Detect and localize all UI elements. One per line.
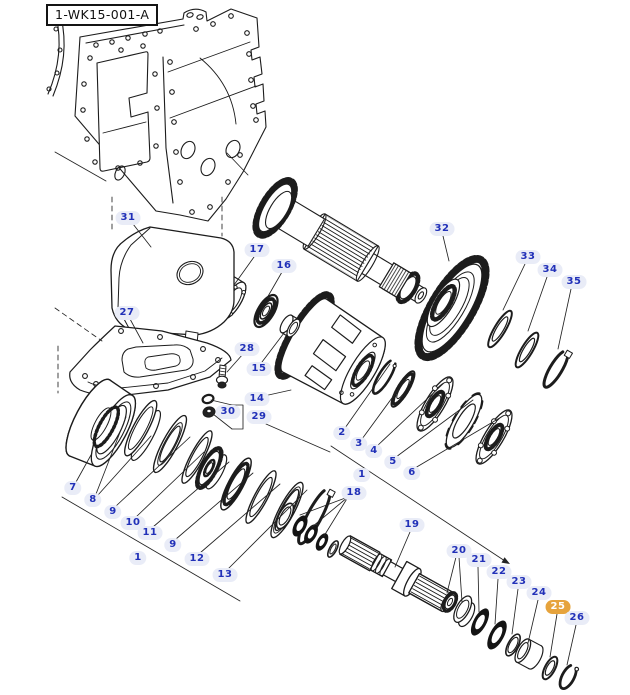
part-label-21[interactable]: 21 — [466, 553, 492, 567]
part-label-13[interactable]: 13 — [212, 568, 238, 582]
roller-gear-20 — [441, 591, 459, 613]
spacer-15 — [279, 314, 301, 338]
part-label-25[interactable]: 25 — [545, 600, 571, 614]
part-label-8[interactable]: 8 — [84, 493, 102, 507]
part-label-1[interactable]: 1 — [353, 468, 371, 482]
part-label-6[interactable]: 6 — [403, 466, 421, 480]
part-label-7[interactable]: 7 — [64, 481, 82, 495]
gearbox-housing — [74, 8, 267, 222]
part-label-2[interactable]: 2 — [333, 426, 351, 440]
part-label-1[interactable]: 1 — [129, 551, 147, 565]
part-label-18[interactable]: 18 — [341, 486, 367, 500]
race-8a — [124, 399, 162, 462]
part-label-9[interactable]: 9 — [104, 505, 122, 519]
clutch-pack — [371, 359, 513, 465]
bearing-ring-11 — [220, 457, 252, 511]
bearing-race-20 — [453, 595, 476, 628]
part-label-12[interactable]: 12 — [184, 552, 210, 566]
rear-housing-edge — [46, 14, 65, 97]
part-label-9[interactable]: 9 — [164, 538, 182, 552]
part-label-5[interactable]: 5 — [384, 455, 402, 469]
part-label-27[interactable]: 27 — [114, 306, 140, 320]
washer-33 — [487, 309, 513, 349]
part-label-29[interactable]: 29 — [246, 410, 272, 424]
seal-21 — [470, 608, 490, 636]
seal-rings-18 — [275, 502, 340, 558]
plate-6 — [475, 409, 513, 465]
input-shaft — [252, 177, 428, 305]
part-label-31[interactable]: 31 — [115, 211, 141, 225]
part-label-4[interactable]: 4 — [365, 444, 383, 458]
plate-4 — [416, 376, 454, 432]
ring-23 — [505, 633, 521, 657]
part-label-33[interactable]: 33 — [515, 250, 541, 264]
figure-code-box: 1-WK15-001-A — [46, 4, 159, 26]
washer-34 — [514, 331, 540, 369]
drum-7 — [65, 378, 137, 468]
bolt-28 — [215, 364, 229, 389]
part-label-26[interactable]: 26 — [564, 611, 590, 625]
part-label-14[interactable]: 14 — [244, 392, 270, 406]
race-8b — [152, 414, 188, 474]
ring-25 — [541, 655, 559, 681]
part-label-3[interactable]: 3 — [350, 437, 368, 451]
part-label-11[interactable]: 11 — [137, 526, 163, 540]
splined-disc-3 — [390, 370, 416, 408]
snap-ring-26 — [558, 664, 580, 690]
part-label-16[interactable]: 16 — [271, 259, 297, 273]
leader-lines — [54, 151, 577, 666]
part-label-32[interactable]: 32 — [429, 222, 455, 236]
shaft-end-parts-row — [441, 591, 580, 690]
part-label-17[interactable]: 17 — [244, 243, 270, 257]
part-label-24[interactable]: 24 — [526, 586, 552, 600]
gear-32 — [414, 254, 490, 362]
part-label-30[interactable]: 30 — [215, 405, 241, 419]
ball-bearing-16 — [253, 293, 279, 329]
part-label-15[interactable]: 15 — [246, 362, 272, 376]
part-label-35[interactable]: 35 — [561, 275, 587, 289]
ring-9b — [245, 470, 277, 524]
plate-5 — [444, 392, 484, 450]
part-label-23[interactable]: 23 — [506, 575, 532, 589]
seal-22 — [487, 620, 507, 650]
part-label-22[interactable]: 22 — [486, 565, 512, 579]
ring-9a — [181, 430, 213, 484]
figure-code: 1-WK15-001-A — [55, 7, 150, 22]
snap-ring-13 — [297, 488, 336, 546]
part-label-34[interactable]: 34 — [537, 263, 563, 277]
plate-27 — [69, 325, 232, 397]
housing-bolt-holes — [80, 13, 259, 215]
part-label-19[interactable]: 19 — [399, 518, 425, 532]
clutch-drum-14 — [274, 291, 386, 405]
snap-ring-35 — [542, 349, 573, 389]
output-shaft-19 — [338, 535, 455, 613]
spacer-24 — [514, 638, 544, 670]
part-label-28[interactable]: 28 — [234, 342, 260, 356]
washer-and-plug-30-29 — [201, 393, 216, 418]
drum-parts-row — [65, 378, 336, 546]
sprag-gear-10 — [194, 446, 228, 491]
part-label-20[interactable]: 20 — [446, 544, 472, 558]
snap-ring-2 — [371, 359, 397, 395]
